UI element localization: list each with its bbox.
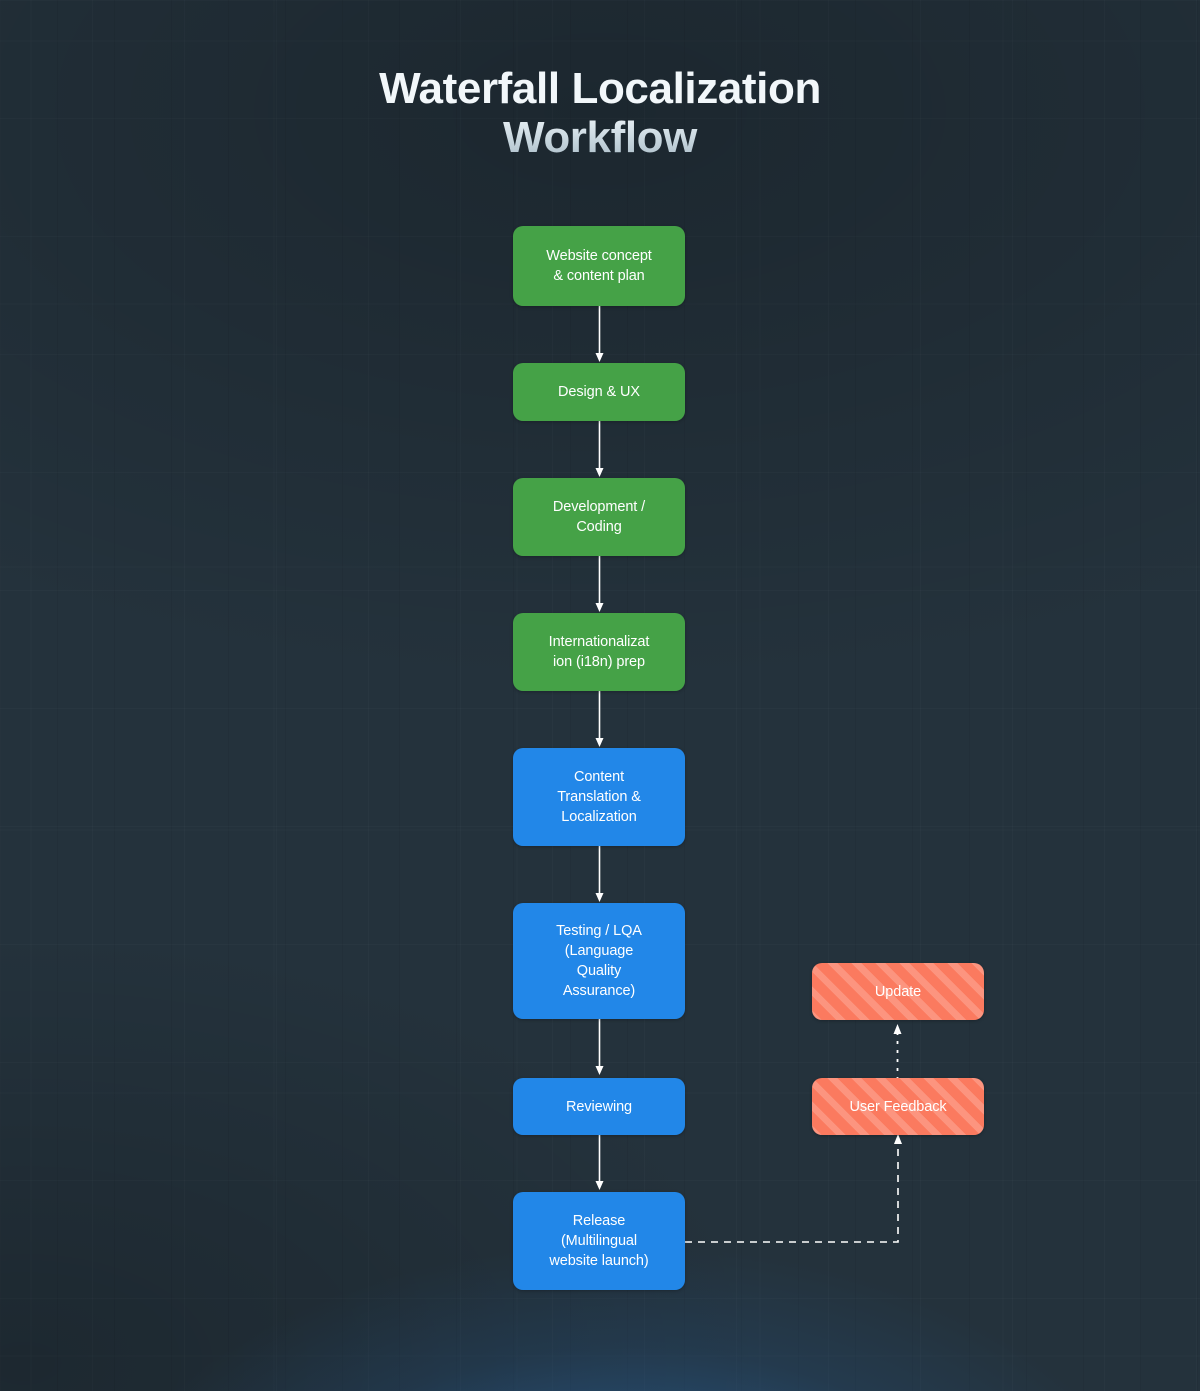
node-content-translation[interactable]: Content Translation & Localization xyxy=(513,748,685,846)
page-title-line-2: Workflow xyxy=(0,113,1200,162)
node-release-label: Release (Multilingual website launch) xyxy=(549,1213,649,1269)
node-development-coding-label: Development / Coding xyxy=(552,499,646,535)
connector-design-ux-to-development-coding xyxy=(594,421,606,479)
node-i18n-prep[interactable]: Internationalizat ion (i18n) prep xyxy=(513,613,685,691)
connector-website-concept-to-design-ux xyxy=(594,306,606,364)
page-title: Waterfall Localization Workflow xyxy=(0,64,1200,163)
node-design-ux-label: Design & UX xyxy=(558,384,640,400)
node-testing-lqa[interactable]: Testing / LQA (Language Quality Assuranc… xyxy=(513,903,685,1019)
node-website-concept[interactable]: Website concept & content plan xyxy=(513,226,685,306)
connector-release-to-user-feedback xyxy=(685,1130,915,1255)
connector-user-feedback-to-update xyxy=(892,1020,904,1082)
node-content-translation-label: Content Translation & Localization xyxy=(557,769,641,825)
page-title-line-1: Waterfall Localization xyxy=(379,64,821,113)
node-update-label: Update xyxy=(874,983,922,1000)
node-user-feedback-label: User Feedback xyxy=(849,1098,947,1115)
node-update[interactable]: Update xyxy=(812,963,984,1020)
connector-content-translation-to-testing-lqa xyxy=(594,846,606,904)
connector-development-coding-to-i18n-prep xyxy=(594,556,606,614)
node-reviewing-label: Reviewing xyxy=(566,1098,632,1115)
node-design-ux[interactable]: Design & UX xyxy=(513,363,685,421)
node-website-concept-label: Website concept & content plan xyxy=(546,248,652,284)
connector-i18n-prep-to-content-translation xyxy=(594,691,606,749)
node-user-feedback[interactable]: User Feedback xyxy=(812,1078,984,1135)
node-testing-lqa-label: Testing / LQA (Language Quality Assuranc… xyxy=(556,923,642,999)
connector-testing-lqa-to-reviewing xyxy=(594,1019,606,1077)
connector-reviewing-to-release xyxy=(594,1134,606,1192)
node-release[interactable]: Release (Multilingual website launch) xyxy=(513,1192,685,1290)
node-development-coding[interactable]: Development / Coding xyxy=(513,478,685,556)
node-i18n-prep-label: Internationalizat ion (i18n) prep xyxy=(548,634,650,670)
node-reviewing[interactable]: Reviewing xyxy=(513,1078,685,1135)
